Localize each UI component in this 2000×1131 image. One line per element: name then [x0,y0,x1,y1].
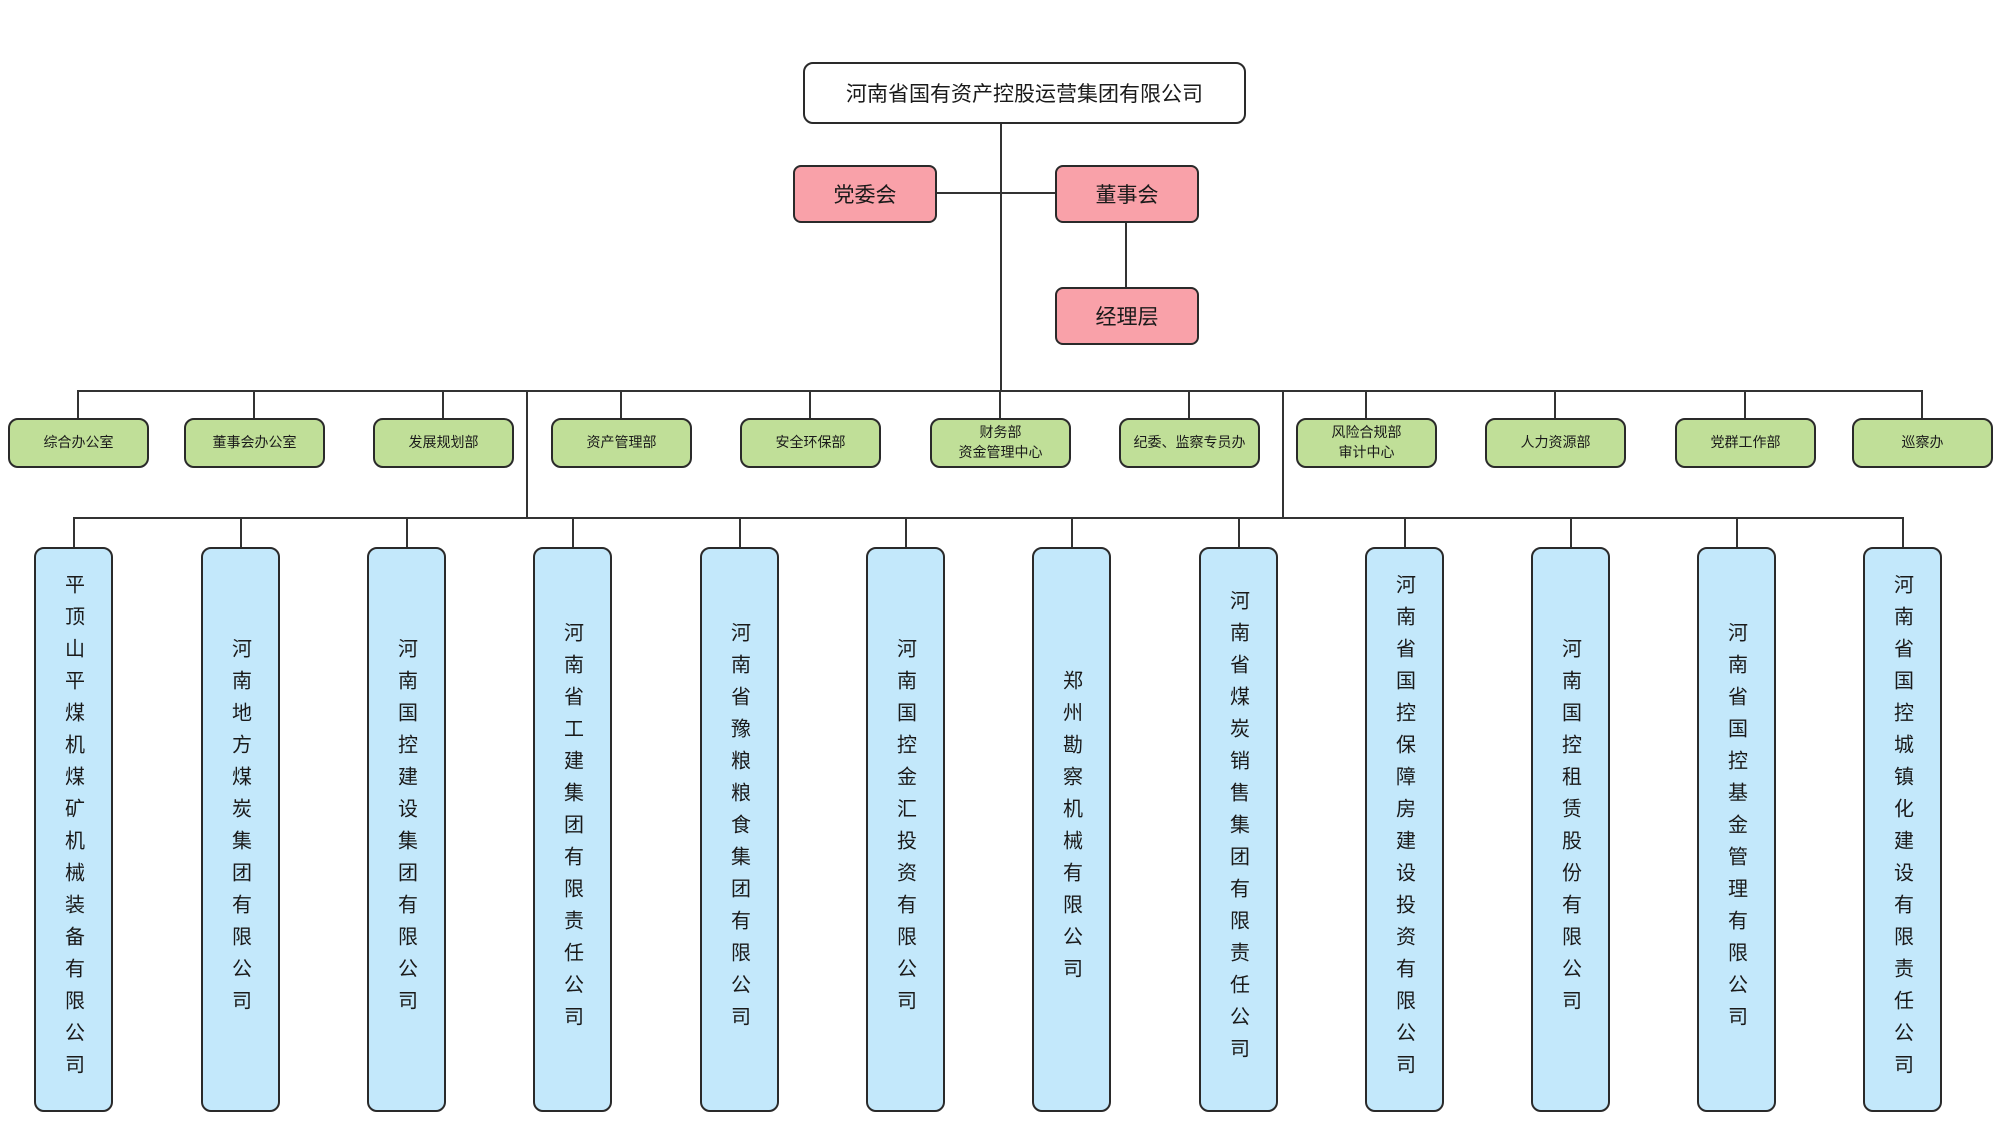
department-label: 董事会办公室 [212,435,297,451]
subsidiary-label: 河南国控租赁股份有限公司 [1558,637,1583,1022]
connector-subsidiary-stub [905,517,907,548]
subsidiary-node[interactable]: 河南国控建设集团有限公司 [367,547,446,1112]
department-label: 发展规划部 [408,435,479,451]
board-label: 董事会 [1095,183,1159,207]
connector-department-stub [442,390,444,419]
connector-subsidiary-stub [1404,517,1406,548]
connector-right-drop [1282,390,1284,519]
subsidiary-node[interactable]: 河南省国控城镇化建设有限责任公司 [1863,547,1942,1112]
connector-party-board [936,192,1056,194]
root-company-label: 河南省国有资产控股运营集团有限公司 [846,82,1203,106]
board-node[interactable]: 董事会 [1055,165,1199,223]
subsidiary-node[interactable]: 河南国控金汇投资有限公司 [866,547,945,1112]
department-node[interactable]: 资产管理部 [551,418,692,468]
connector-department-stub [1921,390,1923,419]
subsidiary-node[interactable]: 河南省国控保障房建设投资有限公司 [1365,547,1444,1112]
subsidiary-node[interactable]: 河南国控租赁股份有限公司 [1531,547,1610,1112]
management-node[interactable]: 经理层 [1055,287,1199,345]
subsidiary-label: 河南省豫粮粮食集团有限公司 [727,621,752,1038]
subsidiary-label: 河南省工建集团有限责任公司 [560,621,585,1038]
subsidiary-label: 河南省国控城镇化建设有限责任公司 [1890,573,1915,1086]
department-node[interactable]: 综合办公室 [8,418,149,468]
connector-subsidiary-stub [1902,517,1904,548]
department-node[interactable]: 安全环保部 [740,418,881,468]
subsidiary-node[interactable]: 河南省工建集团有限责任公司 [533,547,612,1112]
connector-subsidiary-stub [572,517,574,548]
subsidiary-label: 河南省国控保障房建设投资有限公司 [1392,573,1417,1086]
department-label: 纪委、监察专员办 [1133,435,1246,451]
department-label: 巡察办 [1901,435,1944,451]
subsidiary-label: 河南省煤炭销售集团有限责任公司 [1226,589,1251,1070]
party-committee-node[interactable]: 党委会 [793,165,937,223]
connector-department-stub [1554,390,1556,419]
subsidiary-node[interactable]: 河南省豫粮粮食集团有限公司 [700,547,779,1112]
connector-department-stub [253,390,255,419]
department-node[interactable]: 风险合规部审计中心 [1296,418,1437,468]
department-label: 安全环保部 [775,435,846,451]
department-label: 财务部 [979,425,1022,441]
department-label: 人力资源部 [1520,435,1591,451]
subsidiary-label: 河南省国控基金管理有限公司 [1724,621,1749,1038]
department-node[interactable]: 发展规划部 [373,418,514,468]
department-label: 审计中心 [1338,445,1395,461]
department-node[interactable]: 巡察办 [1852,418,1993,468]
management-label: 经理层 [1095,305,1159,329]
connector-subsidiary-stub [73,517,75,548]
department-node[interactable]: 党群工作部 [1675,418,1816,468]
connector-subsidiaries-bus [73,517,1903,519]
connector-subsidiary-stub [1238,517,1240,548]
subsidiary-node[interactable]: 河南省国控基金管理有限公司 [1697,547,1776,1112]
subsidiary-node[interactable]: 郑州勘察机械有限公司 [1032,547,1111,1112]
connector-subsidiary-stub [1071,517,1073,548]
subsidiary-node[interactable]: 平顶山平煤机煤矿机械装备有限公司 [34,547,113,1112]
connector-subsidiary-stub [1736,517,1738,548]
connector-department-stub [620,390,622,419]
department-label: 综合办公室 [43,435,114,451]
subsidiary-label: 平顶山平煤机煤矿机械装备有限公司 [61,573,86,1086]
root-company-node[interactable]: 河南省国有资产控股运营集团有限公司 [803,62,1246,124]
department-label: 风险合规部 [1331,425,1402,441]
connector-subsidiary-stub [1570,517,1572,548]
connector-subsidiary-stub [240,517,242,548]
connector-left-drop [526,390,528,519]
party-committee-label: 党委会 [833,183,897,207]
department-label: 资金管理中心 [958,445,1043,461]
subsidiary-label: 河南地方煤炭集团有限公司 [228,637,253,1022]
department-node[interactable]: 财务部资金管理中心 [930,418,1071,468]
connector-department-stub [1744,390,1746,419]
department-node[interactable]: 董事会办公室 [184,418,325,468]
connector-subsidiary-stub [406,517,408,548]
subsidiary-label: 郑州勘察机械有限公司 [1059,669,1084,990]
connector-department-stub [1365,390,1367,419]
department-label: 党群工作部 [1710,435,1781,451]
connector-board-management [1125,221,1127,288]
connector-root-trunk [1000,123,1002,392]
department-node[interactable]: 纪委、监察专员办 [1119,418,1260,468]
department-node[interactable]: 人力资源部 [1485,418,1626,468]
subsidiary-label: 河南国控建设集团有限公司 [394,637,419,1022]
subsidiary-node[interactable]: 河南省煤炭销售集团有限责任公司 [1199,547,1278,1112]
department-label: 资产管理部 [586,435,657,451]
subsidiary-node[interactable]: 河南地方煤炭集团有限公司 [201,547,280,1112]
subsidiary-label: 河南国控金汇投资有限公司 [893,637,918,1022]
connector-department-stub [77,390,79,419]
connector-department-stub [999,390,1001,419]
connector-department-stub [1188,390,1190,419]
connector-subsidiary-stub [739,517,741,548]
connector-department-stub [809,390,811,419]
